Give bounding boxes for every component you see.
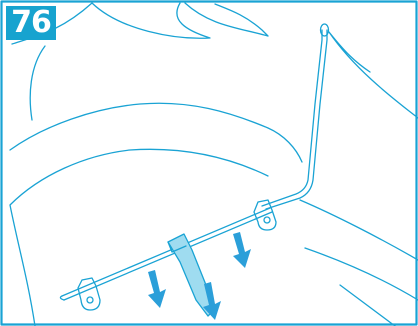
- seat-cushion: [10, 149, 268, 326]
- right-bracket-hole: [264, 217, 270, 223]
- base-edge: [300, 200, 418, 326]
- rail-bar-end: [60, 296, 64, 300]
- left-bracket: [78, 278, 100, 310]
- left-bracket-hole: [87, 297, 93, 303]
- hood-edge: [329, 32, 418, 118]
- frame-rod-inner: [266, 30, 327, 209]
- down-arrow-icon: [233, 232, 251, 268]
- down-arrow-icon: [148, 270, 166, 308]
- step-number-badge: 76: [6, 6, 56, 40]
